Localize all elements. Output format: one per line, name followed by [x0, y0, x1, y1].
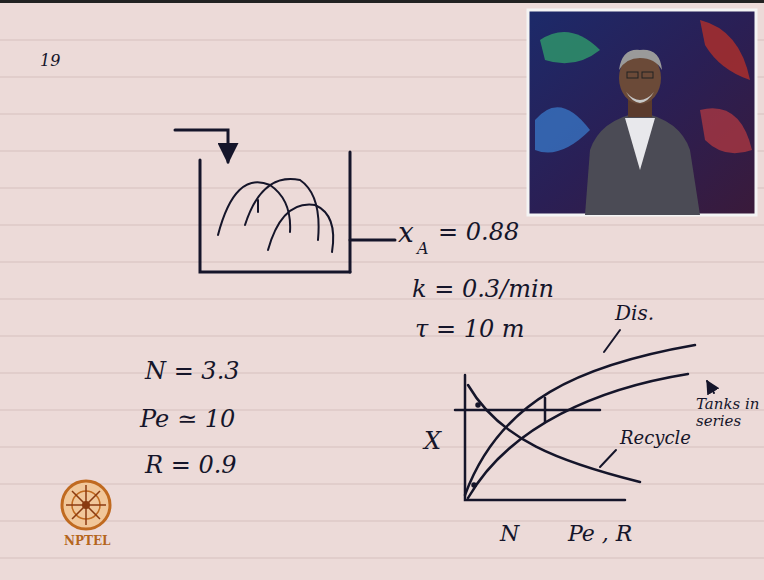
curve-label: Recycle [620, 428, 691, 448]
equation: R = 0.9 [145, 452, 237, 478]
axis-label: X [424, 428, 441, 454]
equation: N = 3.3 [145, 358, 240, 384]
top-strip [0, 0, 764, 3]
tank-sketch [175, 130, 395, 272]
logo-text: NPTEL [64, 535, 111, 548]
curve-label: Dis. [615, 302, 654, 324]
ruled-lines [0, 40, 764, 558]
equation: k = 0.3/min [412, 276, 554, 302]
variable: x [398, 218, 414, 249]
equation: = 0.88 [438, 219, 519, 245]
nptel-logo [62, 481, 110, 529]
conversion-graph [455, 330, 714, 500]
axis-label: Pe , R [568, 522, 632, 546]
equation: Pe ≃ 10 [140, 406, 235, 432]
equation: τ = 10 m [415, 316, 525, 342]
curve-label: Tanks in series [696, 396, 760, 429]
video-inset [528, 10, 756, 215]
subscript: A [417, 240, 429, 258]
axis-label: N [500, 522, 519, 546]
page-number: 19 [40, 52, 60, 70]
